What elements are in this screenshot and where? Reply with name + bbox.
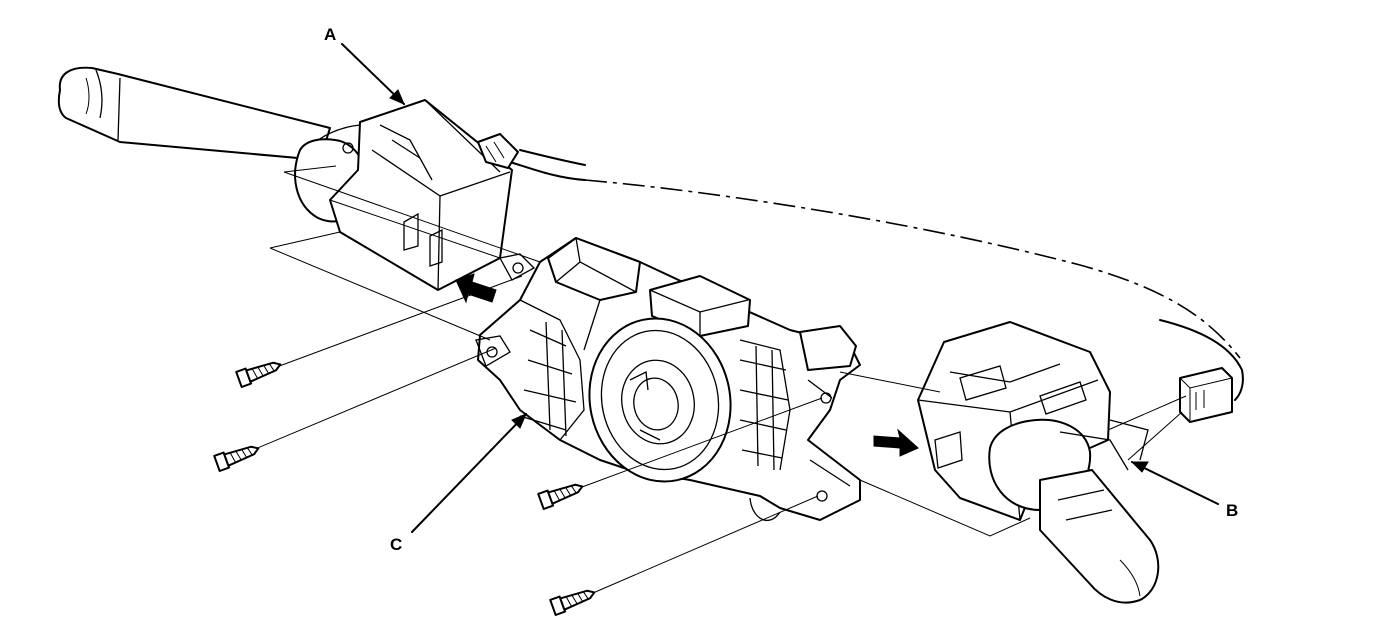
- right-lever-stalk: [1039, 469, 1160, 604]
- right-direction-arrow: [873, 428, 919, 457]
- screw-4-icon: [549, 589, 596, 616]
- callout-a-label: A: [324, 25, 336, 44]
- screw-1-assembly: [235, 275, 523, 388]
- callout-c-label: C: [390, 535, 402, 554]
- screw-3-assembly: [537, 397, 823, 510]
- steering-column-housing-c: [475, 237, 861, 522]
- callout-a: A: [324, 25, 405, 105]
- switch-a: [294, 99, 519, 291]
- screw-2-assembly: [213, 347, 497, 472]
- wire-harness: [509, 149, 1244, 401]
- callout-b: B: [1130, 461, 1238, 520]
- connector-b: [1179, 367, 1233, 423]
- screw-1-icon: [235, 361, 282, 388]
- screw-2-icon: [213, 445, 260, 472]
- callout-b-label: B: [1226, 501, 1238, 520]
- screw-3-icon: [537, 483, 584, 510]
- left-lever-stalk: [57, 66, 331, 161]
- left-direction-arrow: [455, 273, 497, 304]
- switch-b: [917, 321, 1149, 521]
- guide-lines: [269, 165, 1187, 537]
- screw-4-assembly: [549, 495, 819, 616]
- callout-c: C: [390, 413, 527, 554]
